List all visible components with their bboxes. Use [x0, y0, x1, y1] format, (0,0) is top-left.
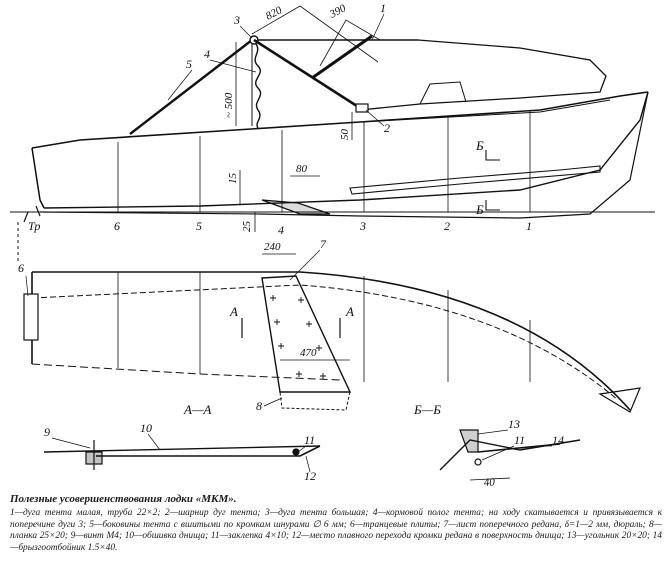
leader-lines — [25, 13, 552, 473]
callout-1: 1 — [380, 1, 386, 15]
frame-1: 1 — [526, 219, 532, 233]
callout-10: 10 — [140, 421, 152, 435]
bb-angle-bar — [459, 429, 479, 453]
rolled-curtain — [254, 43, 262, 129]
dim-820-line — [251, 5, 379, 63]
callout-14: 14 — [552, 433, 564, 447]
callout-4: 4 — [204, 47, 210, 61]
plan-stations — [117, 272, 531, 382]
frame-labels: Тр 6 5 4 3 2 1 — [28, 219, 532, 237]
callout-5: 5 — [186, 57, 192, 71]
plan-outline — [32, 271, 631, 411]
aa-rivet — [292, 448, 300, 456]
callout-6: 6 — [18, 261, 24, 275]
stern-fitting — [23, 205, 41, 223]
callout-11b: 11 — [514, 433, 525, 447]
section-b-mark-bottom — [485, 200, 500, 211]
frame-2: 2 — [444, 219, 450, 233]
dim-25: 25 — [241, 221, 253, 233]
redan-step — [261, 199, 331, 215]
boat-drawing: 820 390 ~ 500 50 15 25 80 240 470 40 Тр … — [10, 1, 655, 489]
callout-9: 9 — [44, 425, 50, 439]
dimension-labels: 820 390 ~ 500 50 15 25 80 240 470 40 — [223, 2, 496, 489]
big-arc — [129, 39, 253, 135]
hinge-2 — [355, 103, 369, 113]
aa-bottom-skin — [43, 445, 321, 453]
frame-4: 4 — [278, 223, 284, 237]
dim-820: 820 — [264, 4, 285, 23]
section-b-bottom-label: Б — [475, 202, 484, 217]
hull-sheer — [31, 91, 649, 149]
callout-labels: 1 2 3 4 5 6 7 8 9 10 11 11 12 13 14 — [18, 1, 564, 483]
dim-390-line — [319, 19, 381, 67]
section-aa-label: А—А — [183, 402, 212, 417]
keel-line — [39, 91, 649, 219]
dim-40: 40 — [484, 476, 496, 489]
side-view — [10, 5, 655, 262]
plan-bottom-edge — [31, 363, 341, 381]
deck-line — [359, 99, 611, 123]
plan-view — [23, 253, 641, 413]
section-bb — [439, 429, 581, 481]
bb-rivet — [474, 458, 482, 466]
transom — [31, 147, 45, 209]
dim-15: 15 — [227, 173, 239, 185]
tent-front-fabric — [359, 39, 607, 111]
redan-sheet — [261, 275, 352, 393]
section-b-mark-top — [485, 150, 500, 161]
redan-rivets — [270, 295, 326, 379]
caption-body: 1—дуга тента малая, труба 22×2; 2—шарнир… — [10, 508, 662, 553]
dim-500: ~ 500 — [223, 92, 235, 118]
caption-title: Полезные усовершенствования лодки «МКМ». — [10, 493, 237, 505]
transom-plate — [23, 293, 39, 341]
callout-3: 3 — [233, 13, 240, 27]
frame-5: 5 — [196, 219, 202, 233]
callout-12: 12 — [304, 469, 316, 483]
frame-tr: Тр — [28, 219, 40, 233]
plan-centerline — [31, 284, 619, 401]
bow-tip — [598, 387, 641, 413]
dim-50: 50 — [339, 129, 351, 141]
arc-strut — [253, 38, 361, 110]
dim-470: 470 — [300, 347, 317, 359]
dim-40-line — [469, 477, 511, 481]
frame-3: 3 — [359, 219, 366, 233]
section-a-left-label: А — [229, 304, 238, 319]
section-labels: А—А Б—Б А А Б Б — [183, 138, 484, 417]
station-lines — [117, 110, 531, 212]
callout-8: 8 — [256, 399, 262, 413]
callout-11: 11 — [304, 433, 315, 447]
spray-rail — [349, 165, 601, 195]
section-a-right-label: А — [345, 304, 354, 319]
section-bb-label: Б—Б — [413, 402, 441, 417]
callout-7: 7 — [320, 237, 327, 251]
redan-plank — [279, 391, 351, 411]
aa-redan-plate — [96, 445, 321, 457]
callout-13: 13 — [508, 417, 520, 431]
windscreen — [419, 81, 467, 105]
section-b-top-label: Б — [475, 138, 484, 153]
small-arc — [311, 34, 373, 80]
bb-spray-deflector — [477, 443, 561, 453]
frame-6: 6 — [114, 219, 120, 233]
dim-80: 80 — [296, 163, 308, 175]
dim-240: 240 — [264, 241, 281, 253]
dim-390: 390 — [327, 2, 349, 21]
callout-2: 2 — [384, 121, 390, 135]
section-aa — [43, 440, 321, 470]
